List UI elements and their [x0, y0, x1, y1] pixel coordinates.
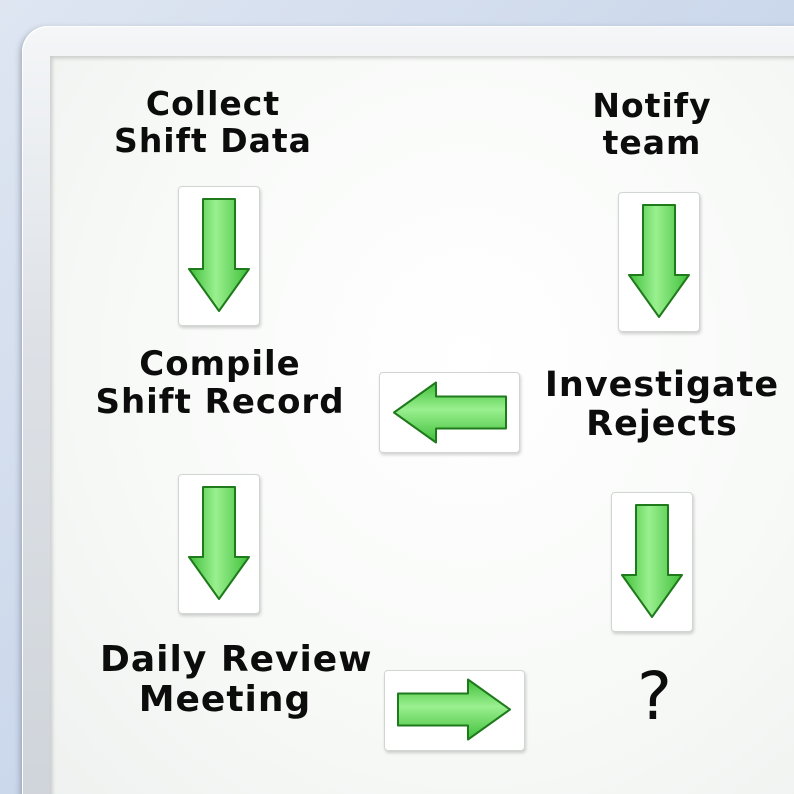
node-collect-shift-data: Collect Shift Data [114, 84, 312, 160]
node-unknown-question-mark: ? [636, 658, 674, 735]
arrow-shape [397, 678, 511, 741]
arrow-down-icon [188, 198, 250, 312]
arrow-card-investigate-to-unknown [611, 492, 693, 632]
node-compile-shift-record: Compile Shift Record [95, 344, 345, 423]
arrow-shape [621, 504, 683, 618]
arrow-right-icon [397, 678, 511, 741]
node-investigate-rejects: Investigate Rejects [544, 365, 780, 445]
arrow-shape [188, 198, 250, 312]
arrow-down-icon [628, 204, 690, 318]
arrow-down-icon [621, 504, 683, 618]
arrow-shape [628, 204, 690, 318]
arrow-card-meeting-to-unknown [384, 670, 525, 751]
arrow-card-collect-to-compile [178, 186, 260, 326]
arrow-down-icon [188, 486, 250, 600]
arrow-shape [393, 381, 507, 444]
arrow-card-compile-to-meeting [178, 474, 260, 614]
arrow-card-notify-to-investigate [618, 192, 700, 332]
arrow-card-investigate-to-compile [379, 372, 520, 453]
arrow-shape [188, 486, 250, 600]
node-notify-team: Notify team [592, 86, 712, 162]
arrow-left-icon [393, 381, 507, 444]
node-daily-review-meeting: Daily Review Meeting [100, 639, 373, 721]
